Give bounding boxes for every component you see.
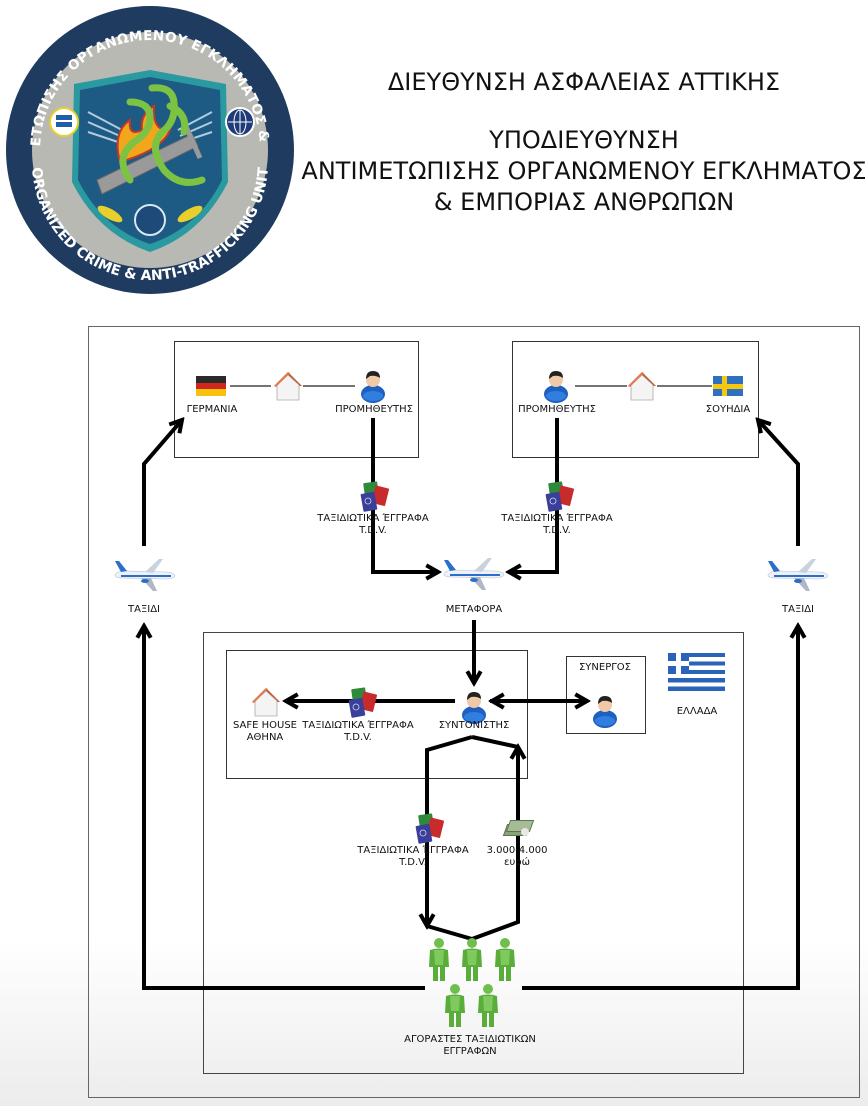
travel-documents-icon xyxy=(545,480,575,513)
trip-right-label: ΤΑΞΙΔΙ xyxy=(781,604,815,615)
buyers-group-icon xyxy=(429,938,515,1027)
greece-label: ΕΛΛΑΔΑ xyxy=(676,706,718,717)
payment-currency-label: ευρώ xyxy=(504,857,530,868)
safe-house-label-2: ΑΘΗΝΑ xyxy=(246,732,284,743)
money-icon xyxy=(502,818,535,838)
sweden-box xyxy=(512,341,759,458)
sweden-label: ΣΟΥΗΔΙΑ xyxy=(705,404,751,415)
buyer-docs-label-2: T.D.V. xyxy=(399,857,427,868)
arrow-buyers-payment-to-coordinator xyxy=(471,747,518,941)
house-icon xyxy=(273,371,303,401)
safe-house-label-1: SAFE HOUSE xyxy=(233,720,297,731)
diagram-outer-frame xyxy=(88,326,860,1098)
supplier-person-icon xyxy=(544,371,568,403)
safe-house-icon xyxy=(251,687,281,717)
hydra-icon xyxy=(119,84,206,186)
coordinator-box xyxy=(226,650,528,779)
house-icon xyxy=(627,371,657,401)
arrow-trip-to-germany xyxy=(142,420,182,546)
docs-right-label-1: ΤΑΞΙΔΙΩΤΙΚΑ ΈΓΓΡΑΦΑ xyxy=(501,513,613,524)
subdirectorate-title-line1: ΥΠΟΔΙΕΥΘΥΝΣΗ xyxy=(489,126,679,154)
subdirectorate-title-line3: & ΕΜΠΟΡΙΑΣ ΑΝΘΡΩΠΩΝ xyxy=(433,188,735,216)
buyers-label-1: ΑΓΟΡΑΣΤΕΣ ΤΑΞΙΔΙΩΤΙΚΩΝ xyxy=(404,1034,536,1045)
germany-box xyxy=(174,341,419,458)
police-emblem-icon xyxy=(134,204,166,236)
airplane-icon xyxy=(114,558,176,592)
buyer-docs-label-1: ΤΑΞΙΔΙΩΤΙΚΑ ΈΓΓΡΑΦΑ xyxy=(357,845,469,856)
sweden-supplier-label: ΠΡΟΜΗΘΕΥΤΗΣ xyxy=(518,404,596,415)
sword-icon xyxy=(96,133,199,195)
transport-label: ΜΕΤΑΦΟΡΑ xyxy=(445,604,503,615)
coordinator-label: ΣΥΝΤΟΝΙΣΤΗΣ xyxy=(438,720,510,731)
accomplice-person-icon xyxy=(593,696,617,728)
arrow-trip-to-sweden xyxy=(758,420,800,546)
docs-right-label-2: T.D.V. xyxy=(543,525,571,536)
arrow-germany-docs-to-transport xyxy=(371,418,438,572)
travel-documents-icon xyxy=(348,686,378,719)
arrow-buyers-to-trip-left xyxy=(144,626,425,990)
travel-documents-icon xyxy=(360,480,390,513)
docs-left-label-1: ΤΑΞΙΔΙΩΤΙΚΑ ΈΓΓΡΑΦΑ xyxy=(317,513,429,524)
coordinator-docs-label-1: ΤΑΞΙΔΙΩΤΙΚΑ ΈΓΓΡΑΦΑ xyxy=(302,720,414,731)
sweden-flag-icon xyxy=(713,376,743,396)
airplane-icon xyxy=(767,558,829,592)
accomplice-box xyxy=(566,656,646,734)
buyers-label-2: ΕΓΓΡΑΦΩΝ xyxy=(443,1046,497,1057)
unit-logo: ΥΠΟΔΙΕΥΘΥΝΣΗ ΑΝΤΙΜΕΤΩΠΙΣΗΣ ΟΡΓΑΝΩΜΕΝΟΥ Ε… xyxy=(2,2,298,298)
travel-documents-icon xyxy=(415,812,445,845)
coordinator-docs-label-2: T.D.V. xyxy=(344,732,372,743)
accomplice-label: ΣΥΝΕΡΓΟΣ xyxy=(578,662,632,673)
subdirectorate-title-line2: ΑΝΤΙΜΕΤΩΠΙΣΗΣ ΟΡΓΑΝΩΜΕΝΟΥ ΕΓΚΛΗΜΑΤΟΣ xyxy=(301,157,867,185)
supplier-person-icon xyxy=(361,371,385,403)
directorate-title: ΔΙΕΥΘΥΝΣΗ ΑΣΦΑΛΕΙΑΣ ΑΤΤΙΚΗΣ xyxy=(387,68,781,96)
docs-left-label-2: T.D.V. xyxy=(359,525,387,536)
laurel-icon xyxy=(97,205,203,223)
germany-flag-icon xyxy=(196,376,226,396)
trip-left-label: ΤΑΞΙΔΙ xyxy=(127,604,161,615)
airplane-icon xyxy=(443,557,505,591)
arrow-sweden-docs-to-transport xyxy=(509,418,559,572)
payment-amount-label: 3.000-4.000 xyxy=(486,845,548,856)
greece-flag-icon xyxy=(668,653,725,691)
arrow-coordinator-docs-to-buyers xyxy=(427,735,473,926)
germany-label: ΓΕΡΜΑΝΙΑ xyxy=(186,404,238,415)
germany-supplier-label: ΠΡΟΜΗΘΕΥΤΗΣ xyxy=(335,404,413,415)
arrow-buyers-to-trip-right xyxy=(522,626,798,990)
